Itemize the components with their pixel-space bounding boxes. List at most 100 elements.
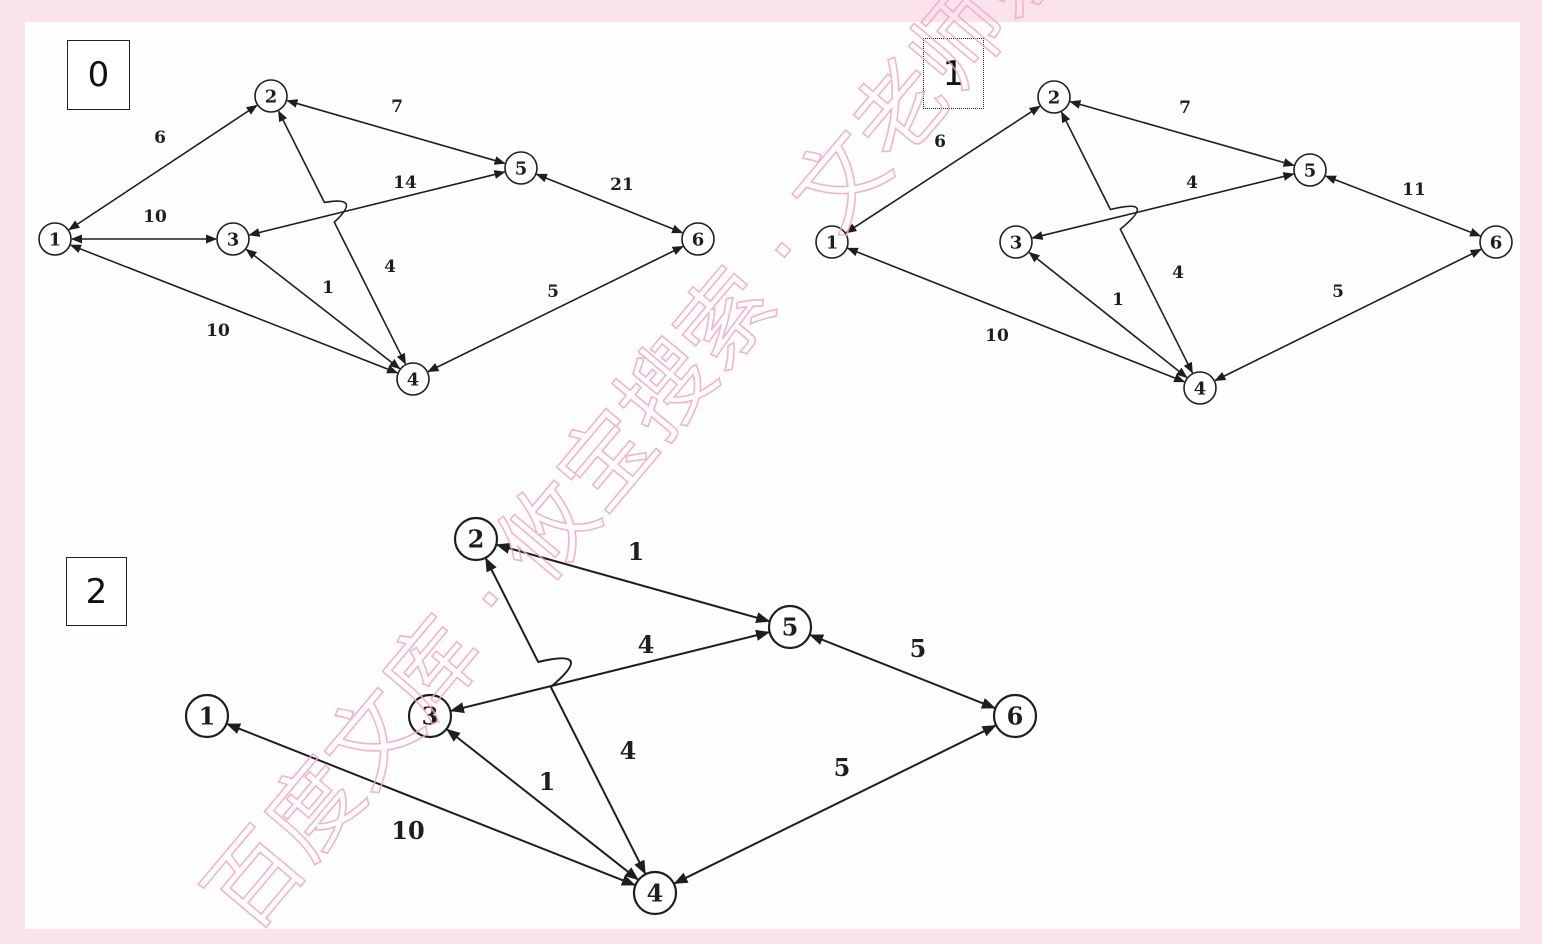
- edge-5-6: [535, 173, 684, 234]
- node-circle: [767, 604, 813, 650]
- node-circle: [999, 225, 1033, 259]
- edge-4-6: [427, 245, 684, 373]
- edge-weight-4-6: 5: [547, 282, 559, 302]
- edge-weight-4-2: 4: [1172, 263, 1184, 283]
- edge-weight-4-2: 4: [620, 736, 637, 765]
- edge-1-2: [68, 104, 258, 231]
- node-label: 4: [407, 369, 420, 390]
- graph-1: 6 10 7 4 1 4 11 5 1 2 3 4 5 6: [815, 80, 1513, 405]
- node-5: 5: [767, 604, 813, 650]
- node-label: 5: [515, 158, 528, 179]
- edge-weight-4-6: 5: [834, 753, 851, 782]
- node-circle: [1037, 80, 1071, 114]
- edge-weight-3-5: 14: [393, 173, 417, 193]
- edge-weight-4-3: 1: [1112, 290, 1124, 310]
- edge-weight-2-5: 7: [1179, 98, 1191, 118]
- edge-3-5: [1031, 172, 1295, 240]
- node-6: 6: [681, 222, 715, 256]
- node-label: 6: [692, 229, 705, 250]
- edge-weight-4-3: 1: [539, 767, 556, 796]
- node-circle: [1293, 153, 1327, 187]
- edge-weight-1-3: 10: [143, 207, 167, 227]
- edge-3-5: [449, 629, 771, 714]
- edge-1-4: [69, 244, 399, 374]
- edge-weight-1-2: 6: [934, 132, 946, 152]
- edge-4-2: [485, 557, 646, 875]
- edge-weight-1-4: 10: [391, 816, 424, 845]
- edge-weight-3-5: 4: [638, 630, 655, 659]
- node-label: 5: [782, 613, 799, 642]
- node-4: 4: [396, 362, 430, 396]
- node-3: 3: [407, 693, 453, 739]
- edge-4-2: [1060, 111, 1194, 374]
- step-label-2: 2: [66, 557, 127, 626]
- node-label: 4: [647, 879, 664, 908]
- node-circle: [453, 516, 499, 562]
- node-circle: [815, 225, 849, 259]
- edge-4-3: [245, 248, 401, 370]
- edge-weight-1-4: 10: [206, 321, 230, 341]
- edge-weight-2-5: 7: [391, 97, 403, 117]
- edge-weight-4-3: 1: [322, 278, 334, 298]
- node-3: 3: [999, 225, 1033, 259]
- node-1: 1: [38, 222, 72, 256]
- node-5: 5: [504, 151, 538, 185]
- node-label: 2: [1048, 87, 1061, 108]
- edge-weight-3-5: 4: [1186, 173, 1198, 193]
- node-label: 3: [422, 702, 439, 731]
- edge-weight-1-2: 6: [154, 128, 166, 148]
- edge-4-6: [673, 724, 997, 885]
- node-2: 2: [254, 79, 288, 113]
- node-circle: [992, 693, 1038, 739]
- edge-weight-5-6: 11: [1402, 180, 1426, 200]
- node-2: 2: [1037, 80, 1071, 114]
- node-3: 3: [216, 222, 250, 256]
- node-circle: [1183, 371, 1217, 405]
- node-circle: [1479, 225, 1513, 259]
- node-circle: [632, 870, 678, 916]
- node-6: 6: [1479, 225, 1513, 259]
- node-label: 3: [1010, 232, 1023, 253]
- edge-5-6: [809, 634, 996, 709]
- node-label: 4: [1194, 378, 1207, 399]
- node-circle: [216, 222, 250, 256]
- node-circle: [681, 222, 715, 256]
- node-4: 4: [632, 870, 678, 916]
- node-circle: [38, 222, 72, 256]
- graph-2: 10 1 4 1 4 5 5 1 2 3 4 5 6: [184, 516, 1038, 916]
- node-2: 2: [453, 516, 499, 562]
- node-label: 2: [468, 525, 485, 554]
- edge-weight-5-6: 21: [610, 175, 634, 195]
- edge-4-2: [277, 110, 407, 365]
- node-6: 6: [992, 693, 1038, 739]
- node-label: 5: [1304, 160, 1317, 181]
- node-5: 5: [1293, 153, 1327, 187]
- node-label: 2: [265, 86, 278, 107]
- node-label: 1: [199, 702, 216, 731]
- node-label: 3: [227, 229, 240, 250]
- edge-weight-5-6: 5: [910, 634, 927, 663]
- edge-1-2: [845, 105, 1041, 234]
- node-1: 1: [184, 693, 230, 739]
- node-label: 6: [1007, 702, 1024, 731]
- node-4: 4: [1183, 371, 1217, 405]
- edge-weight-1-4: 10: [985, 326, 1009, 346]
- node-circle: [407, 693, 453, 739]
- edge-5-6: [1324, 175, 1482, 237]
- node-circle: [254, 79, 288, 113]
- edge-weight-2-5: 1: [628, 537, 645, 566]
- node-1: 1: [815, 225, 849, 259]
- node-label: 1: [49, 229, 62, 250]
- step-label-0: 0: [67, 40, 130, 110]
- step-label-1: 1: [923, 38, 984, 109]
- node-circle: [184, 693, 230, 739]
- node-label: 6: [1490, 232, 1503, 253]
- edge-1-4: [846, 247, 1186, 383]
- edge-weight-4-6: 5: [1332, 282, 1344, 302]
- edge-1-4: [226, 723, 636, 886]
- node-circle: [396, 362, 430, 396]
- edge-weight-4-2: 4: [384, 257, 396, 277]
- edge-4-6: [1214, 248, 1482, 382]
